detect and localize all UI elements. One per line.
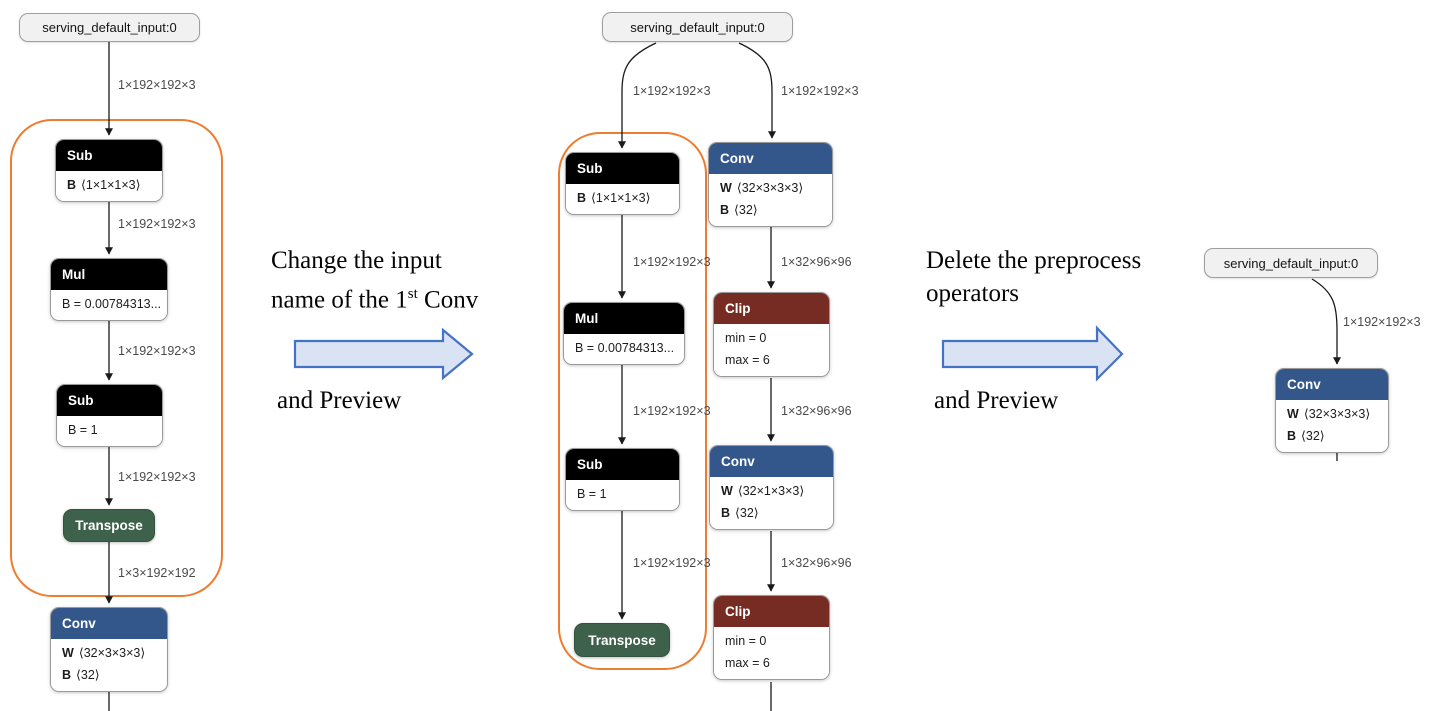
step1-caption-line2: name of the 1st Conv [271, 286, 479, 314]
input-pill: serving_default_input:0 [602, 12, 793, 42]
node-title: Conv [710, 446, 833, 477]
step2-caption-line1: Delete the preprocess [926, 247, 1142, 274]
node-conv: Conv W⟨32×3×3×3⟩ B⟨32⟩ [1275, 368, 1389, 453]
edge-shape-label: 1×192×192×3 [118, 217, 196, 231]
edge-shape-label: 1×192×192×3 [633, 556, 711, 570]
edge-shape-label: 1×192×192×3 [118, 344, 196, 358]
edge-shape-label: 1×192×192×3 [633, 404, 711, 418]
edge-shape-label: 1×192×192×3 [118, 78, 196, 92]
edge-shape-label: 1×32×96×96 [781, 255, 852, 269]
edge-shape-label: 1×192×192×3 [118, 470, 196, 484]
input-pill-label: serving_default_input:0 [42, 20, 177, 35]
input-pill-label: serving_default_input:0 [1223, 255, 1359, 271]
node-mul: Mul B = 0.00784313... [50, 258, 168, 321]
preprocess-highlight-box-left [10, 119, 223, 597]
node-title: Transpose [75, 518, 143, 533]
input-pill: serving_default_input:0 [19, 13, 200, 42]
node-title: Conv [51, 608, 167, 639]
step2-caption-line3: and Preview [934, 387, 1059, 414]
node-transpose: Transpose [63, 509, 155, 542]
node-title: Sub [56, 140, 162, 171]
node-clip: Clip min = 0 max = 6 [713, 292, 830, 377]
input-pill: serving_default_input:0 [1204, 248, 1378, 278]
node-title: Clip [714, 596, 829, 627]
node-sub: Sub B = 1 [565, 448, 680, 511]
node-title: Mul [51, 259, 167, 290]
edge [1311, 278, 1341, 365]
node-title: Conv [709, 143, 832, 174]
node-conv: Conv W⟨32×3×3×3⟩ B⟨32⟩ [708, 142, 833, 227]
node-title: Sub [57, 385, 162, 416]
step1-caption-line1: Change the input [271, 247, 442, 274]
node-title: Mul [564, 303, 684, 334]
input-pill-label: serving_default_input:0 [630, 19, 765, 35]
step2-block-arrow-icon [941, 325, 1124, 382]
node-transpose: Transpose [574, 623, 670, 657]
step1-caption-line3: and Preview [277, 387, 402, 414]
step2-caption-line2: operators [926, 280, 1020, 307]
node-title: Conv [1276, 369, 1388, 400]
node-sub: Sub B⟨1×1×1×3⟩ [565, 152, 680, 215]
edge [738, 42, 776, 139]
edge-shape-label: 1×32×96×96 [781, 556, 852, 570]
node-conv: Conv W⟨32×1×3×3⟩ B⟨32⟩ [709, 445, 834, 530]
node-sub: Sub B⟨1×1×1×3⟩ [55, 139, 163, 202]
node-title: Clip [714, 293, 829, 324]
node-sub: Sub B = 1 [56, 384, 163, 447]
node-conv: Conv W⟨32×3×3×3⟩ B⟨32⟩ [50, 607, 168, 692]
edge-shape-label: 1×3×192×192 [118, 566, 196, 580]
node-title: Transpose [588, 632, 656, 648]
step1-block-arrow-icon [293, 327, 474, 381]
edge-shape-label: 1×192×192×3 [1343, 315, 1421, 329]
node-mul: Mul B = 0.00784313... [563, 302, 685, 365]
node-title: Sub [566, 449, 679, 480]
node-title: Sub [566, 153, 679, 184]
edge-shape-label: 1×192×192×3 [633, 255, 711, 269]
node-clip: Clip min = 0 max = 6 [713, 595, 830, 680]
edge-shape-label: 1×32×96×96 [781, 404, 852, 418]
edge-shape-label: 1×192×192×3 [633, 84, 711, 98]
edge-shape-label: 1×192×192×3 [781, 84, 859, 98]
